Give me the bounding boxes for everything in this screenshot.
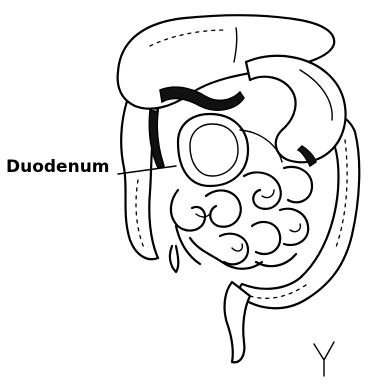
duodenum [178,114,282,186]
sigmoid-rectum [225,282,250,362]
appendix [170,246,178,272]
duodenum-label: Duodenum [6,157,110,177]
small-intestine [171,167,312,269]
corner-mark [314,342,334,376]
stomach [246,56,346,162]
